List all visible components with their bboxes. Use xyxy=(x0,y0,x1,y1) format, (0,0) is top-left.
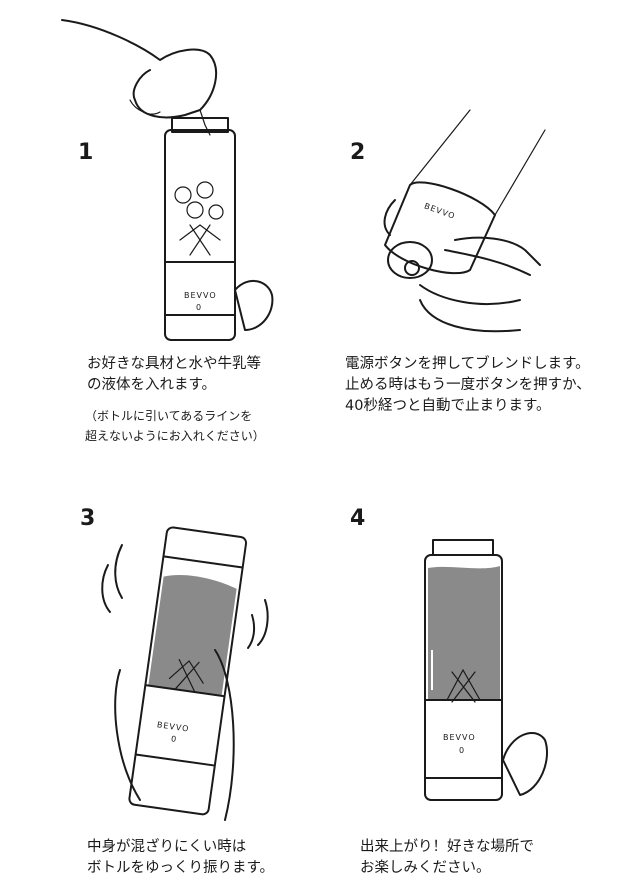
note-line: 超えないようにお入れください） xyxy=(85,429,265,443)
bottle-1: BEVVO 0 xyxy=(164,117,236,341)
shake-motion-icon xyxy=(101,544,269,649)
step-1-number: 1 xyxy=(78,140,94,165)
step-4-text: 出来上がり！好きな場所で お楽しみください。 xyxy=(360,837,534,879)
text-line: ボトルをゆっくり振ります。 xyxy=(87,860,275,876)
step-4-number: 4 xyxy=(350,506,366,531)
text-line: 電源ボタンを押してブレンドします。 xyxy=(345,356,590,372)
hands-holding-illustration xyxy=(383,199,541,333)
text-line: お楽しみください。 xyxy=(360,860,491,876)
text-line: 中身が混ざりにくい時は xyxy=(87,839,247,855)
svg-text:0: 0 xyxy=(171,734,178,744)
step-2-number: 2 xyxy=(350,140,366,165)
step-2-text: 電源ボタンを押してブレンドします。 止める時はもう一度ボタンを押すか、 40秒経… xyxy=(345,354,591,417)
text-line: 出来上がり！好きな場所で xyxy=(360,839,534,855)
text-line: 40秒経つと自動で止まります。 xyxy=(345,398,551,414)
step-1-note: （ボトルに引いてあるラインを 超えないようにお入れください） xyxy=(85,406,265,446)
text-line: の液体を入れます。 xyxy=(87,377,217,393)
bottle-4: BEVVO 0 xyxy=(424,539,503,801)
text-line: お好きな具材と水や牛乳等 xyxy=(87,356,261,372)
hands-shaking-illustration xyxy=(114,649,235,821)
svg-text:BEVVO: BEVVO xyxy=(184,291,217,300)
step-1-text: お好きな具材と水や牛乳等 の液体を入れます。 xyxy=(87,354,261,396)
svg-text:BEVVO: BEVVO xyxy=(443,733,476,742)
svg-text:0: 0 xyxy=(459,746,465,755)
text-line: 止める時はもう一度ボタンを押すか、 xyxy=(345,377,591,393)
bottle-lid xyxy=(234,280,274,331)
bottle-lid xyxy=(502,731,548,796)
step-3-number: 3 xyxy=(80,506,96,531)
note-line: （ボトルに引いてあるラインを xyxy=(85,409,253,423)
step-3-text: 中身が混ざりにくい時は ボトルをゆっくり振ります。 xyxy=(87,837,274,879)
svg-text:0: 0 xyxy=(196,303,202,312)
